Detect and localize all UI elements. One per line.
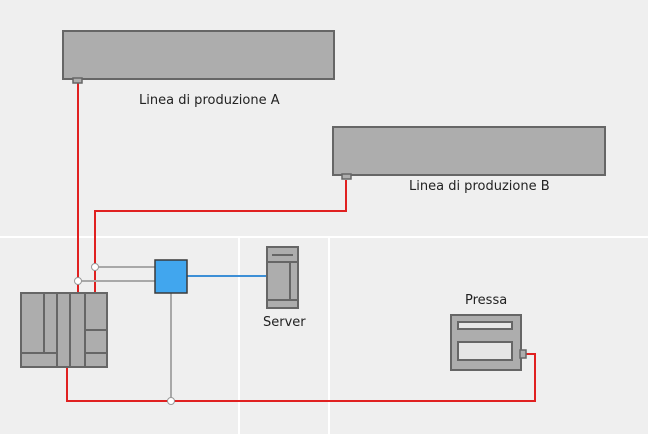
junction-lower (74, 277, 82, 285)
junction-points (74, 263, 175, 405)
line-a-port (72, 77, 83, 84)
press-label: Pressa (465, 293, 508, 308)
line-b-label: Linea di produzione B (409, 179, 550, 194)
gray-links (78, 266, 172, 401)
server-device (266, 246, 299, 309)
network-switch (154, 259, 188, 294)
plc-rack (20, 292, 108, 368)
production-line-a (62, 30, 335, 84)
server-label: Server (263, 315, 306, 330)
production-line-b (332, 126, 606, 180)
junction-upper (91, 263, 99, 271)
line-a-label: Linea di produzione A (139, 93, 280, 108)
red-links (66, 80, 536, 402)
line-b-port (341, 173, 352, 180)
link-line-b-to-plc (94, 180, 347, 293)
press-machine (450, 314, 527, 371)
link-plc-to-press (66, 353, 536, 402)
junction-bottom (167, 397, 175, 405)
